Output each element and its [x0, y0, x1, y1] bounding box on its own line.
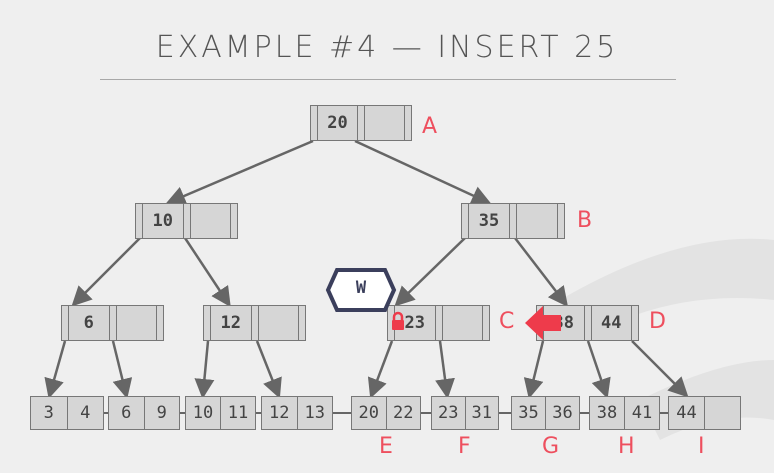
title-divider: [100, 79, 676, 80]
leaf-key: 20: [358, 403, 379, 423]
node-key: 35: [468, 204, 510, 238]
edge-root-to-10: [165, 139, 314, 206]
node-35: 35: [461, 203, 565, 239]
write-latch-text: W: [355, 278, 367, 298]
edge-23-right: [435, 340, 455, 399]
node-key: [441, 306, 483, 340]
node-23: 23: [387, 305, 490, 341]
leaf-key: 44: [676, 403, 697, 423]
edge-root-to-35: [354, 139, 492, 205]
node-label-d: D: [649, 309, 666, 334]
node-root: 20: [310, 105, 412, 141]
leaf-key: 11: [220, 397, 255, 429]
leaf-label-h: H: [618, 434, 635, 459]
node-key: 10: [142, 204, 184, 238]
node-key: [189, 204, 231, 238]
node-10: 10: [135, 203, 238, 239]
node-key: [516, 204, 558, 238]
leaf-label-f: F: [458, 434, 471, 459]
node-6: 6: [61, 305, 164, 341]
leaf-node-e: 20 22: [351, 396, 421, 430]
leaf-key: 12: [269, 403, 290, 423]
edge-10-to-12: [183, 237, 231, 308]
leaf-key: 38: [596, 403, 618, 423]
leaf-node-g: 35 36: [511, 396, 580, 430]
leaf-label-i: I: [698, 434, 705, 459]
leaf-key: 22: [385, 397, 421, 429]
edge-35-to-38-44: [514, 237, 569, 307]
edge-6-right: [111, 340, 133, 399]
edge-38-mid: [586, 340, 611, 399]
node-label-a: A: [422, 114, 438, 139]
edge-12-left: [194, 340, 215, 399]
edge-6-left: [44, 340, 67, 399]
edge-12-right: [255, 340, 282, 399]
node-label-b: B: [577, 208, 593, 233]
leaf-node-f: 23 31: [431, 396, 499, 430]
node-key: [257, 306, 299, 340]
node-key: 44: [590, 306, 632, 340]
node-label-c: C: [499, 309, 515, 334]
edge-10-to-6: [71, 237, 141, 307]
write-latch-badge: [325, 268, 397, 312]
edge-44-right: [631, 340, 689, 398]
leaf-key: 4: [66, 397, 104, 429]
leaf-key: 23: [438, 403, 459, 423]
leaf-node-h: 38 41: [589, 396, 660, 430]
leaf-key: 3: [43, 403, 54, 423]
leaf-label-g: G: [542, 434, 560, 459]
leaf-key: 31: [464, 397, 499, 429]
node-key: [364, 106, 405, 140]
leaf-key: 6: [121, 403, 132, 423]
leaf-key: 9: [143, 397, 180, 429]
leaf-node: 10 11: [185, 396, 256, 430]
leaf-key: [704, 397, 740, 429]
node-key: 20: [317, 106, 358, 140]
node-key: 6: [68, 306, 110, 340]
node-12: 12: [203, 305, 306, 341]
leaf-node: 3 4: [30, 396, 104, 430]
edge-35-to-23: [394, 237, 466, 307]
arrow-left-icon: [525, 306, 561, 340]
leaf-key: 10: [192, 403, 214, 423]
leaf-label-e: E: [379, 434, 393, 459]
leaf-node: 12 13: [261, 396, 333, 430]
leaf-key: 36: [545, 397, 579, 429]
leaf-key: 13: [296, 397, 333, 429]
node-key: [115, 306, 157, 340]
leaf-key: 35: [518, 403, 539, 423]
node-key: 12: [210, 306, 252, 340]
lock-icon: [392, 311, 404, 330]
leaf-key: 41: [624, 397, 659, 429]
leaf-node: 6 9: [108, 396, 180, 430]
page-title: EXAMPLE #4 — INSERT 25: [155, 30, 619, 65]
edge-38-left: [523, 340, 545, 399]
edge-23-left: [367, 340, 394, 399]
leaf-node-i: 44: [668, 396, 741, 430]
